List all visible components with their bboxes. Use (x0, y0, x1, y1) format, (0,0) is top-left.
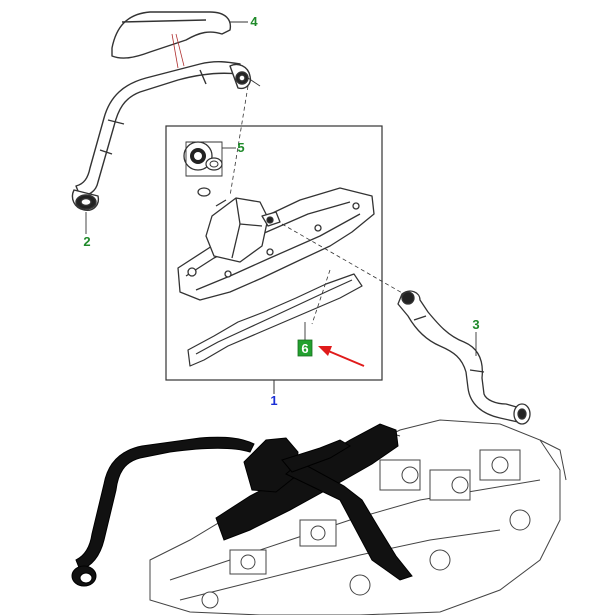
engine-illustration (71, 419, 567, 615)
leader-lines-4 (171, 33, 185, 69)
routing-dashes (229, 85, 405, 325)
callout-6-label: 6 (301, 341, 308, 356)
installed-cam-cover (215, 423, 413, 581)
cam-cover (177, 187, 375, 301)
breather-hose-right (397, 290, 531, 425)
pointer-arrow (318, 346, 365, 367)
callout-5-label[interactable]: 5 (237, 140, 244, 155)
callout-3-label[interactable]: 3 (472, 317, 479, 332)
gasket (187, 273, 363, 367)
breather-hose-upper (71, 11, 252, 211)
callout-6-highlight[interactable]: 6 (297, 339, 313, 357)
leader-line-5 (185, 141, 236, 177)
installed-hose-left (71, 436, 255, 587)
oil-filler-cap (183, 141, 223, 197)
callout-1-label[interactable]: 1 (270, 393, 277, 408)
callout-2-label[interactable]: 2 (83, 234, 90, 249)
callout-4-label[interactable]: 4 (250, 14, 258, 29)
leader-line-4 (85, 21, 261, 234)
